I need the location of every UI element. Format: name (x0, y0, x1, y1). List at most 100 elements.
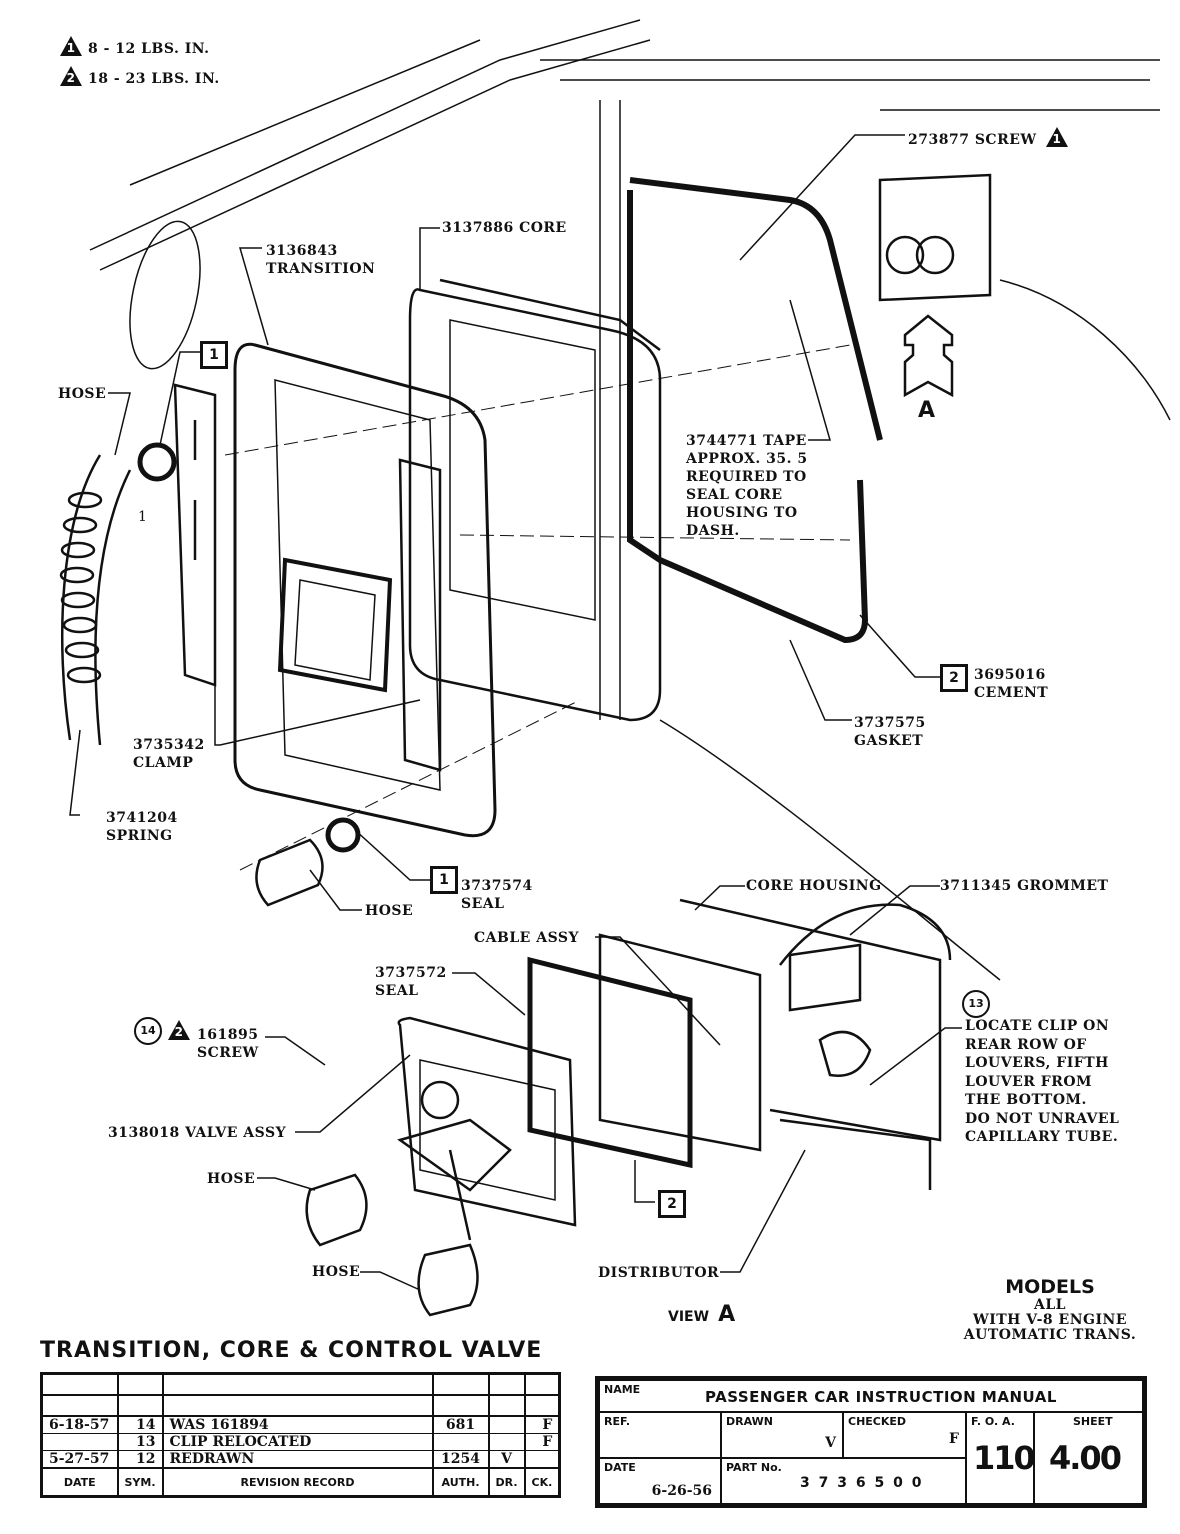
date-caption: DATE (604, 1461, 636, 1474)
sheet-value: 4.00 (1049, 1439, 1122, 1477)
models-line: WITH V-8 ENGINE (972, 1312, 1127, 1328)
rev-auth: 681 (431, 1416, 490, 1434)
dimension-mark: 1 (138, 509, 148, 525)
callout-seal-3737572: 3737572 SEAL (375, 965, 447, 999)
callout-screw-273877: 273877 SCREW 1 (908, 127, 1074, 149)
torque-triangle-1-icon: 1 (60, 36, 82, 56)
rev-record: CLIP RELOCATED (161, 1433, 434, 1451)
callout-cement: 3695016 CEMENT (974, 667, 1049, 701)
rev-ck: F (523, 1433, 561, 1451)
view-a-prefix: VIEW (668, 1309, 710, 1325)
drawn-cell: DRAWN V (720, 1411, 844, 1459)
callout-hose-lower-2: HOSE (312, 1264, 361, 1280)
callout-clamp: 3735342 CLAMP (133, 737, 205, 771)
revision-circle-13: 13 (962, 990, 990, 1018)
ref-cell: REF. (598, 1411, 722, 1459)
foa-caption: F. O. A. (971, 1415, 1015, 1428)
drawn-caption: DRAWN (726, 1415, 773, 1428)
rev-sym: 13 (116, 1433, 164, 1451)
date-value: 6-26-56 (651, 1483, 712, 1499)
note-box-1: 1 (430, 866, 458, 894)
rev-dr: V (487, 1450, 526, 1469)
rev-dr (487, 1416, 526, 1434)
rev-ck (523, 1450, 561, 1469)
callout-hose-mid: HOSE (365, 903, 414, 919)
models-line: ALL (1033, 1297, 1067, 1313)
part-no-value: 3 7 3 6 5 0 0 (800, 1475, 924, 1491)
torque-legend-item-2: 2 18 - 23 LBS. IN. (60, 66, 220, 88)
callout-core-housing: CORE HOUSING (746, 878, 882, 894)
table-row (40, 1373, 561, 1396)
drawing-title: TRANSITION, CORE & CONTROL VALVE (40, 1338, 543, 1363)
dash-panel-outline (89, 19, 1171, 981)
name-caption: NAME (604, 1383, 641, 1396)
table-row (40, 1395, 561, 1417)
callout-gasket: 3737575 GASKET (854, 715, 926, 749)
leader-lines-lower (257, 885, 962, 1291)
torque-triangle-2-icon: 2 (60, 66, 82, 86)
left-clamp (173, 383, 217, 687)
hose-spring (59, 442, 177, 746)
transition-part (233, 342, 497, 838)
outlet-fitting (878, 173, 992, 302)
torque-value-1: 8 - 12 LBS. IN. (88, 41, 210, 57)
note-box-1: 1 (200, 341, 228, 369)
header-auth: AUTH. (431, 1467, 490, 1497)
torque-marker-2: 2 (168, 1020, 196, 1042)
revision-circle-14: 14 (134, 1017, 162, 1045)
callout-hose-top: HOSE (58, 386, 107, 402)
table-row: 13 CLIP RELOCATED F (40, 1433, 561, 1451)
callout-cable-assy: CABLE ASSY (474, 930, 579, 946)
rev-ck: F (523, 1416, 561, 1434)
torque-triangle-1-icon: 1 (1045, 127, 1068, 147)
callout-hose-lower-1: HOSE (207, 1171, 256, 1187)
callout-screw-161895: 161895 SCREW (197, 1027, 259, 1061)
checked-value: F (949, 1431, 959, 1447)
leader-lines-upper (69, 134, 940, 911)
rev-date: 5-27-57 (40, 1450, 119, 1469)
callout-seal-3737574: 3737574 SEAL (461, 878, 533, 912)
callout-grommet: 3711345 GROMMET (940, 878, 1109, 894)
models-line: AUTOMATIC TRANS. (963, 1327, 1137, 1343)
view-a-arrow (903, 314, 954, 398)
name-cell: NAME PASSENGER CAR INSTRUCTION MANUAL (598, 1379, 1144, 1413)
lower-hose-seal (255, 817, 361, 907)
models-heading: MODELS (1005, 1276, 1095, 1298)
date-cell: DATE 6-26-56 (598, 1457, 722, 1505)
foa-cell: F. O. A. 110 (965, 1411, 1036, 1505)
callout-clip-note: LOCATE CLIP ON REAR ROW OF LOUVERS, FIFT… (965, 1018, 1120, 1145)
torque-triangle-2-icon: 2 (168, 1020, 190, 1040)
header-sym: SYM. (116, 1467, 164, 1497)
view-a-letter: A (718, 1302, 736, 1327)
checked-caption: CHECKED (848, 1415, 907, 1428)
rev-dr (487, 1433, 526, 1451)
heater-core (408, 278, 662, 722)
callout-valve-assy: 3138018 VALVE ASSY (108, 1125, 287, 1141)
checked-cell: CHECKED F (842, 1411, 967, 1459)
note-box-2: 2 (940, 664, 968, 692)
rev-auth: 1254 (431, 1450, 490, 1469)
callout-tape: 3744771 TAPE APPROX. 35. 5 REQUIRED TO S… (686, 433, 808, 539)
rev-record: REDRAWN (161, 1450, 434, 1469)
callout-core: 3137886 CORE (442, 220, 567, 236)
rev-date (40, 1433, 119, 1451)
callout-transition: 3136843 TRANSITION (266, 243, 376, 277)
torque-value-2: 18 - 23 LBS. IN. (88, 71, 220, 87)
torque-legend-item-1: 1 8 - 12 LBS. IN. (60, 36, 210, 58)
sheet-caption: SHEET (1073, 1415, 1113, 1428)
table-row: 6-18-57 14 WAS 161894 681 F (40, 1416, 561, 1434)
right-clamp (398, 458, 442, 772)
rev-record: WAS 161894 (161, 1416, 434, 1434)
table-row: 5-27-57 12 REDRAWN 1254 V (40, 1450, 561, 1469)
callout-distributor: DISTRIBUTOR (598, 1265, 720, 1281)
title-block: NAME PASSENGER CAR INSTRUCTION MANUAL RE… (595, 1376, 1147, 1508)
models-block: MODELS ALL WITH V-8 ENGINE AUTOMATIC TRA… (955, 1276, 1145, 1343)
rev-date: 6-18-57 (40, 1416, 119, 1434)
note-box-2: 2 (658, 1190, 686, 1218)
part-no-caption: PART No. (726, 1461, 782, 1474)
header-ck: CK. (523, 1467, 561, 1497)
header-dr: DR. (487, 1467, 526, 1497)
table-header-row: DATE SYM. REVISION RECORD AUTH. DR. CK. (40, 1467, 561, 1497)
drawn-value: V (825, 1435, 836, 1451)
